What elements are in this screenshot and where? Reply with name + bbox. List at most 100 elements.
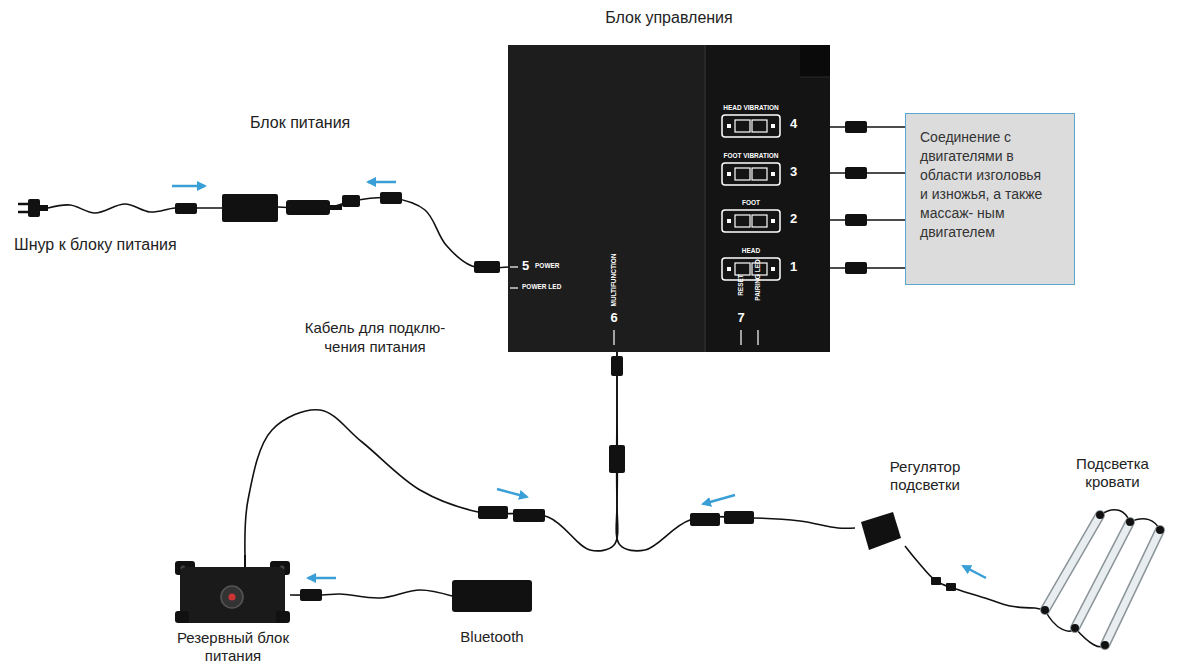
cable-wire xyxy=(830,219,905,221)
part-label: Регулятор подсветки xyxy=(860,458,990,494)
plug-connector xyxy=(946,583,956,591)
backup-battery-box xyxy=(276,611,290,623)
control-unit-housing xyxy=(722,258,780,280)
plug-connector xyxy=(342,195,360,207)
bed-light-tubes xyxy=(1101,641,1109,649)
port-name: FOOT xyxy=(742,200,760,207)
port-number: 3 xyxy=(790,165,797,178)
bed-light-tubes xyxy=(1035,510,1160,647)
control-unit-housing xyxy=(727,124,731,128)
plug-connector xyxy=(845,262,867,274)
plug-icon xyxy=(18,196,48,220)
control-unit-housing xyxy=(740,330,741,345)
direction-arrow xyxy=(308,577,336,580)
bed-lighting: Подсветка кровати xyxy=(1035,505,1172,655)
cable-wire xyxy=(245,352,618,555)
backup-battery-box xyxy=(180,567,285,623)
port-name: HEAD xyxy=(742,248,760,255)
control-unit-housing xyxy=(727,172,731,176)
control-unit-housing xyxy=(800,45,830,77)
control-unit-housing xyxy=(800,77,830,78)
plug-icon xyxy=(28,199,40,217)
part-label: Bluetooth xyxy=(432,628,552,646)
control-unit-housing xyxy=(752,215,767,227)
plug-connector xyxy=(474,261,500,273)
unit-title: Блок управления xyxy=(508,9,830,27)
cable-wire xyxy=(48,204,222,213)
port-name: MULTIFUNCTION xyxy=(611,254,618,307)
cable-wire xyxy=(830,172,905,174)
control-unit-housing xyxy=(757,330,758,345)
light-controller: Регулятор подсветки xyxy=(855,508,905,554)
control-unit-housing xyxy=(722,163,780,185)
part-label: Резервный блок питания xyxy=(163,629,303,665)
motor-note-box: Соединение с двигателями в области изгол… xyxy=(905,113,1075,285)
plug-connector xyxy=(380,192,402,204)
bed-light-tubes xyxy=(1041,606,1049,614)
cable-label: Кабель для подклю- чения питания xyxy=(295,318,455,356)
control-unit-housing xyxy=(752,120,767,132)
control-unit-housing xyxy=(771,124,775,128)
plug-icon xyxy=(18,211,29,214)
plug-connector xyxy=(724,511,754,524)
port-number: 5 xyxy=(522,259,529,272)
direction-arrow xyxy=(703,495,735,504)
plug-connector xyxy=(611,356,623,376)
light-controller-box xyxy=(855,508,905,554)
bed-light-tubes xyxy=(1035,505,1172,655)
control-unit-housing xyxy=(705,45,830,352)
control-unit-housing xyxy=(735,263,750,275)
plug-connector xyxy=(845,121,867,133)
control-unit: Блок управленияHEAD VIBRATION4FOOT VIBRA… xyxy=(508,45,830,352)
part-label: Подсветка кровати xyxy=(1055,455,1170,491)
cable-wire xyxy=(905,546,1035,608)
port-name: FOOT VIBRATION xyxy=(723,153,778,160)
part-label: Шнур к блоку питания xyxy=(14,236,177,254)
cable-wire xyxy=(830,126,905,128)
control-unit-housing xyxy=(752,168,767,180)
plug-connector xyxy=(609,445,625,473)
port-name: HEAD VIBRATION xyxy=(723,105,779,112)
bed-light-tubes xyxy=(1096,511,1104,519)
backup-battery-box xyxy=(175,555,290,625)
bluetooth-module: Bluetooth xyxy=(452,580,532,612)
plug-icon xyxy=(40,205,48,211)
plug-connector xyxy=(300,589,322,601)
bed-light-tubes xyxy=(1105,530,1160,645)
backup-battery-box xyxy=(244,555,246,568)
bed-light-tubes xyxy=(1156,526,1164,534)
control-unit-housing xyxy=(510,287,518,288)
cable-wire xyxy=(616,352,855,551)
cable-wire xyxy=(278,197,508,268)
control-unit-housing xyxy=(735,168,750,180)
port-number: 1 xyxy=(790,260,797,273)
control-unit-housing xyxy=(722,210,780,232)
note-text: Соединение с двигателями в области изгол… xyxy=(920,128,1048,242)
port-number: 6 xyxy=(610,311,617,324)
control-unit-housing xyxy=(727,219,731,223)
port-number: 2 xyxy=(790,212,797,225)
backup-battery-box xyxy=(229,594,236,601)
cable-wire xyxy=(830,267,905,269)
part-label: Блок питания xyxy=(250,114,350,132)
control-unit-housing xyxy=(704,45,706,352)
plug-connector xyxy=(845,167,867,179)
control-unit-housing xyxy=(771,219,775,223)
control-unit-housing xyxy=(735,120,750,132)
plug-connector xyxy=(175,203,197,214)
direction-arrow xyxy=(963,566,986,578)
control-unit-housing xyxy=(508,45,830,352)
direction-arrow xyxy=(368,181,396,184)
port-name: POWER LED xyxy=(522,284,561,291)
bed-light-tubes xyxy=(1126,518,1134,526)
backup-battery: Резервный блок питания xyxy=(175,555,290,625)
direction-arrow xyxy=(497,489,527,497)
power-supply: Блок питания xyxy=(222,194,278,222)
control-unit-housing xyxy=(735,215,750,227)
port-name: POWER xyxy=(535,263,560,270)
power-cord-plug: Шнур к блоку питания xyxy=(18,196,48,220)
control-unit-housing xyxy=(510,266,518,267)
plug-connector xyxy=(286,200,330,215)
control-unit-housing xyxy=(508,45,705,352)
